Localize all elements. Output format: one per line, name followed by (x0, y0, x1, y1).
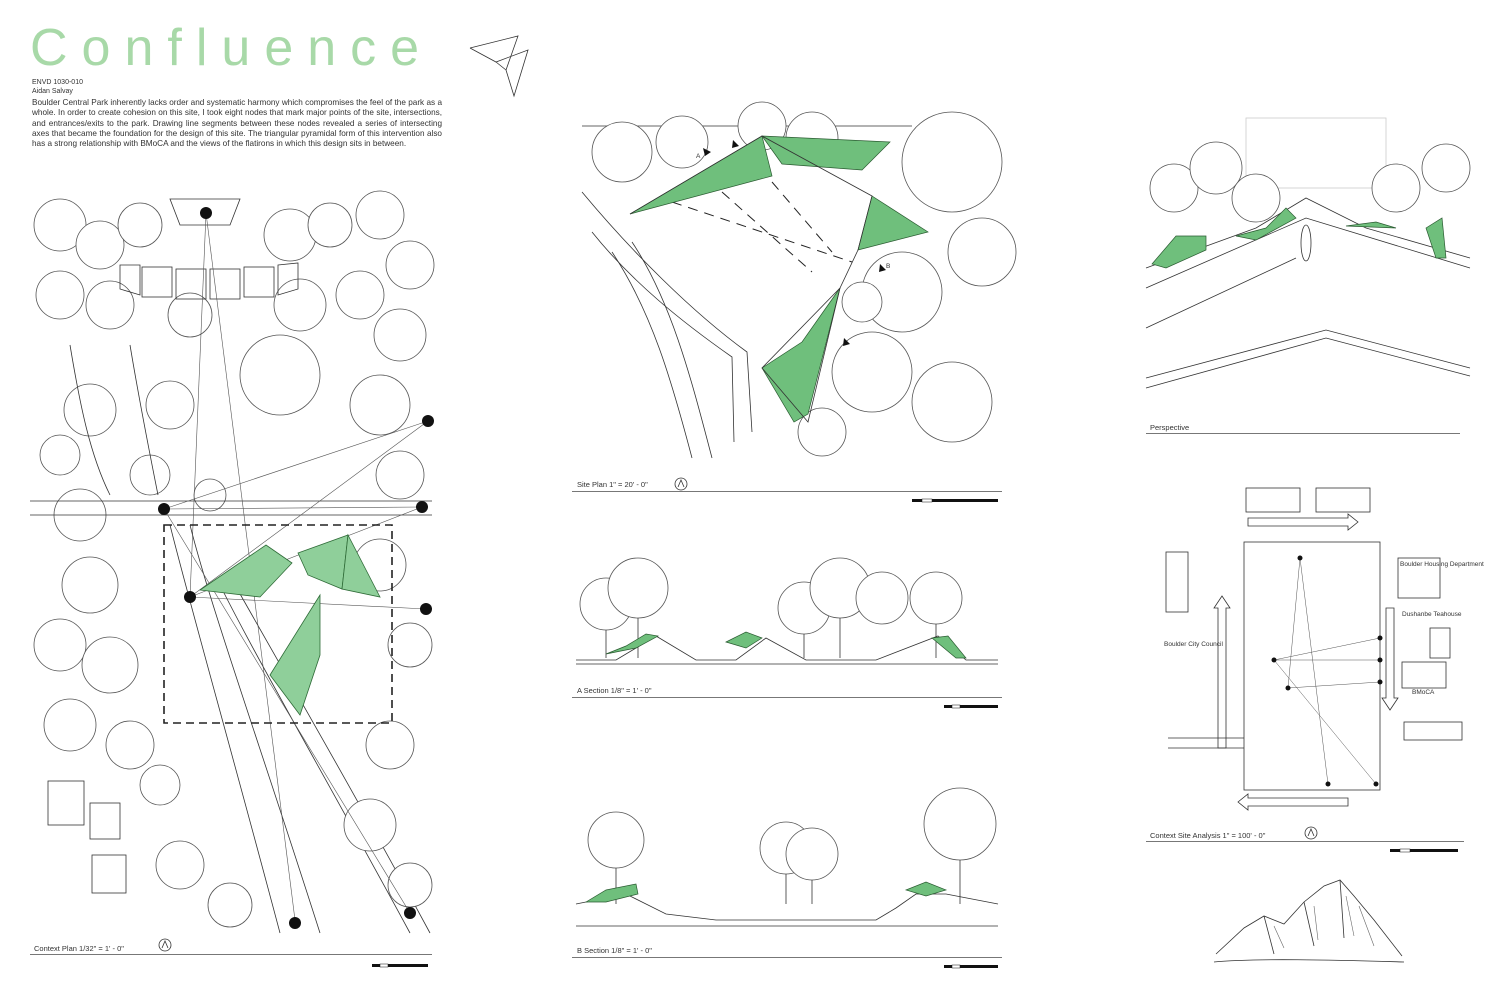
context-site-analysis-caption: Context Site Analysis 1" = 100' - 0" (1150, 831, 1266, 840)
context-site-analysis-rule (1146, 841, 1464, 842)
context-plan-drawing (30, 190, 435, 934)
scale-bar-icon (372, 963, 428, 968)
label-boulder-housing: Boulder Housing Department (1400, 561, 1484, 568)
north-arrow-icon (158, 938, 172, 952)
bleacher-seating (119, 198, 299, 300)
label-boulder-city-council: Boulder City Council (1164, 641, 1223, 648)
scale-bar-icon (944, 704, 998, 709)
site-plan-caption: Site Plan 1" = 20' - 0" (577, 480, 648, 489)
logo-triangle-icon (469, 35, 529, 98)
site-nodes (158, 207, 434, 929)
site-plan-green-forms (629, 135, 929, 423)
section-a-marker: A (696, 153, 701, 160)
section-b-marker: B (886, 263, 890, 270)
site-boundary-frame (163, 524, 393, 724)
scale-bar-icon (1390, 848, 1458, 853)
page-title: Confluence (30, 19, 434, 77)
perspective-drawing (1145, 117, 1471, 389)
b-section-drawing (575, 787, 999, 927)
perspective-caption: Perspective (1150, 423, 1190, 432)
b-section-caption: B Section 1/8" = 1' - 0" (577, 946, 652, 955)
site-plan-rule (572, 491, 1002, 492)
scale-bar-icon (944, 964, 998, 969)
context-plan-rule (30, 954, 432, 955)
b-section-rule (572, 957, 1002, 958)
pyramid-intervention (198, 533, 381, 716)
context-site-analysis-drawing: Boulder Housing Department Boulder City … (1164, 487, 1484, 811)
context-plan-caption: Context Plan 1/32" = 1' - 0" (34, 944, 124, 953)
site-plan-drawing: A B (572, 101, 1017, 459)
project-description: Boulder Central Park inherently lacks or… (32, 98, 442, 149)
north-arrow-icon (1304, 826, 1318, 840)
north-arrow-icon (674, 477, 688, 491)
author-name: Aidan Salvay (32, 88, 73, 95)
label-dushanbe-teahouse: Dushanbe Teahouse (1402, 611, 1462, 618)
context-plan-trees (33, 190, 435, 542)
course-code: ENVD 1030-010 (32, 79, 83, 86)
flatirons-mountain-sketch (1213, 879, 1405, 963)
label-bmoca: BMoCA (1412, 689, 1435, 696)
perspective-rule (1146, 433, 1460, 434)
a-section-rule (572, 697, 1002, 698)
a-section-caption: A Section 1/8" = 1' - 0" (577, 686, 652, 695)
scale-bar-icon (912, 498, 998, 503)
a-section-drawing (576, 557, 998, 665)
